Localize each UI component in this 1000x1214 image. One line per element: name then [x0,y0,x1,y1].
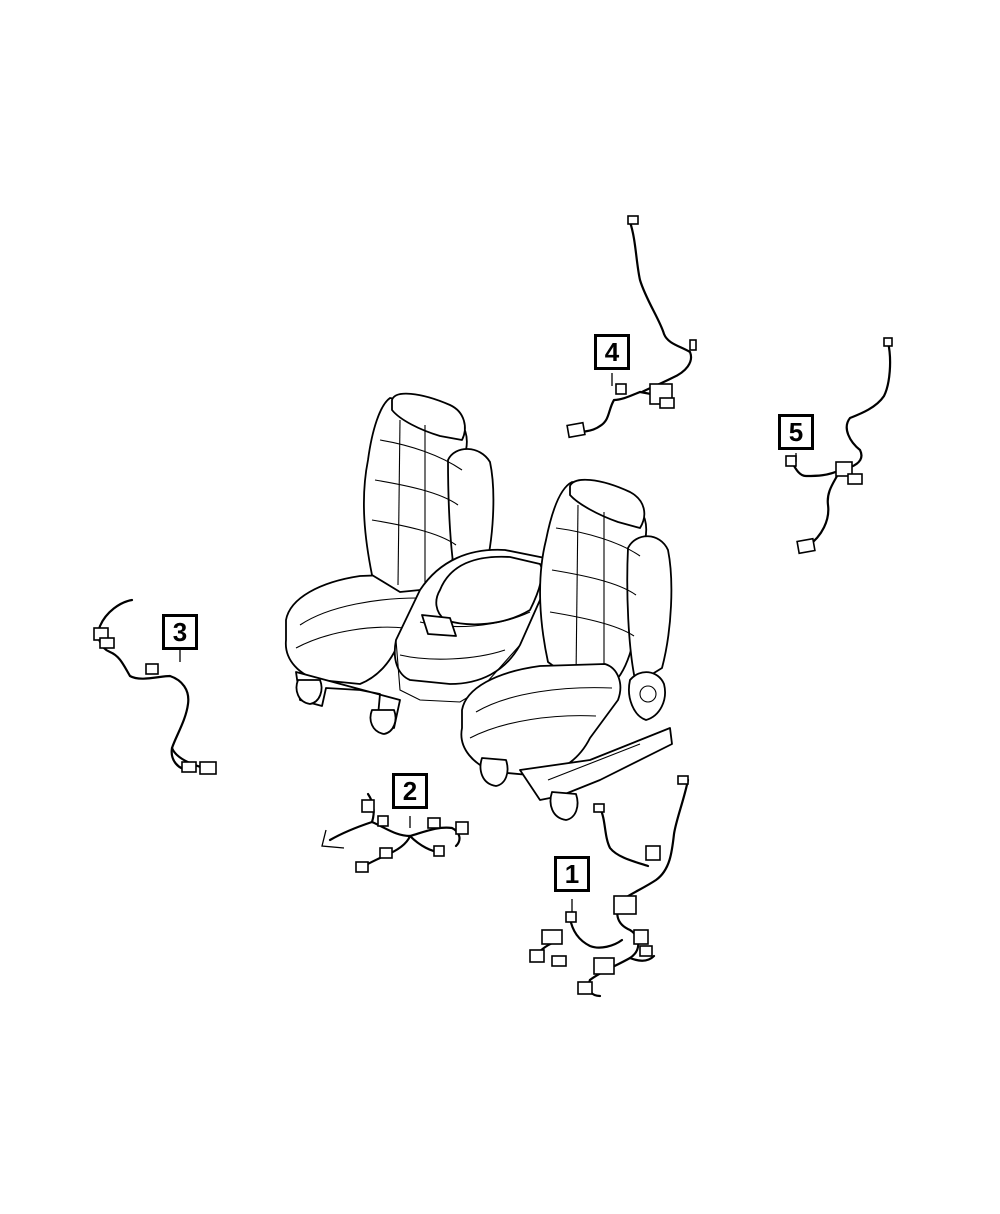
callout-2: 2 [392,773,428,809]
wiring-harness-3 [93,598,217,775]
wiring-harness-4 [566,215,697,439]
wiring-harness-1 [529,775,690,998]
callout-1: 1 [554,856,590,892]
callout-5: 5 [778,414,814,450]
wiring-harness-2 [321,792,469,873]
callout-3: 3 [162,614,198,650]
left-headrest [391,392,466,441]
console-lid [435,555,543,626]
right-back-side-bolster [626,535,673,685]
right-headrest [569,478,646,529]
right-seat-cushion [460,663,622,777]
console-latch [421,614,457,637]
recliner-mechanism [628,671,666,721]
seat-assembly [285,392,673,821]
wiring-harness-5 [785,337,893,555]
callout-4: 4 [594,334,630,370]
